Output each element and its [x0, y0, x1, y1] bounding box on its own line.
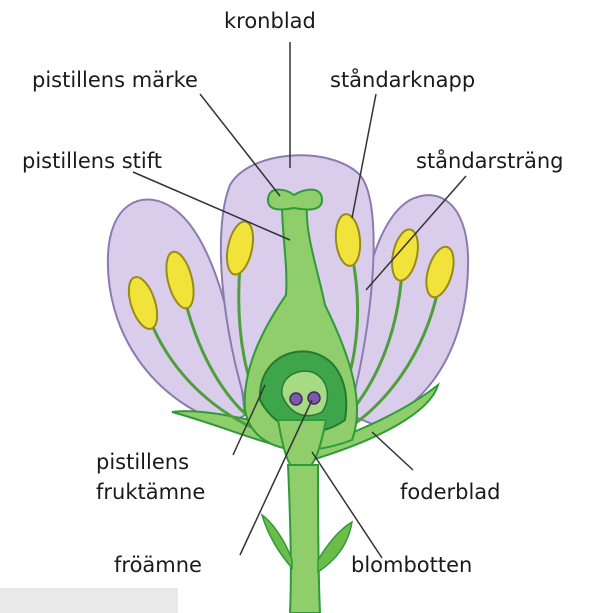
- stem-leaf-right: [318, 522, 352, 572]
- label-pistillens-fruktamne-2: fruktämne: [96, 479, 205, 505]
- stem-leaf-left: [262, 515, 292, 568]
- corner-bar: [0, 588, 178, 613]
- label-standarknapp: ståndarknapp: [330, 67, 475, 93]
- label-pistillens-fruktamne-1: pistillens: [96, 449, 189, 475]
- label-kronblad: kronblad: [224, 8, 316, 34]
- label-standarstrang: ståndarsträng: [416, 148, 564, 174]
- ovule: [290, 393, 302, 405]
- stem: [288, 465, 320, 613]
- label-pistillens-marke: pistillens märke: [32, 67, 198, 93]
- label-foderblad: foderblad: [400, 479, 501, 505]
- label-blombotten: blombotten: [351, 552, 472, 578]
- label-pistillens-stift: pistillens stift: [22, 148, 162, 174]
- ovule: [308, 392, 320, 404]
- label-froamne: fröämne: [114, 552, 202, 578]
